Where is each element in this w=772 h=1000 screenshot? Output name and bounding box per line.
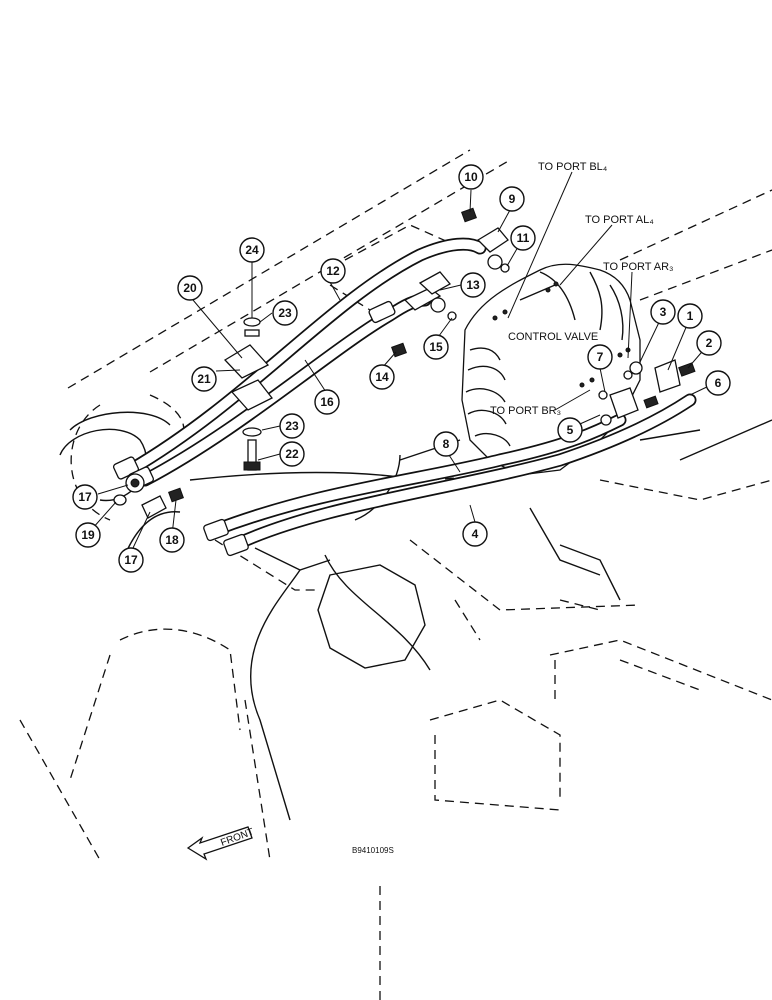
- svg-text:12: 12: [326, 264, 340, 278]
- callout-10: 10: [458, 164, 484, 190]
- machine-frame-outline: [19, 149, 772, 1000]
- callout-2: 2: [696, 330, 722, 356]
- svg-text:11: 11: [517, 231, 530, 245]
- hose-12: [123, 237, 487, 477]
- svg-text:18: 18: [165, 533, 179, 547]
- svg-text:4: 4: [472, 527, 479, 541]
- figure-id: B9410109S: [352, 846, 394, 855]
- label-to-port-ar3: TO PORT AR₃: [603, 261, 674, 273]
- flange-fittings-upper: [391, 207, 510, 358]
- callout-21: 21: [191, 366, 217, 392]
- callout-5: 5: [557, 417, 583, 443]
- callout-17-lower: 17: [118, 547, 144, 573]
- svg-text:13: 13: [466, 278, 480, 292]
- hose-4: [228, 393, 697, 552]
- svg-text:10: 10: [464, 170, 478, 184]
- svg-text:17: 17: [124, 553, 138, 567]
- svg-text:15: 15: [429, 340, 443, 354]
- svg-text:19: 19: [81, 528, 95, 542]
- svg-text:5: 5: [567, 423, 574, 437]
- callout-19: 19: [75, 522, 101, 548]
- callout-7: 7: [587, 344, 613, 370]
- front-arrow-icon: FRONT: [186, 826, 255, 861]
- svg-text:23: 23: [278, 306, 292, 320]
- svg-text:24: 24: [245, 243, 259, 257]
- callout-14: 14: [369, 364, 395, 390]
- callout-3: 3: [650, 299, 676, 325]
- svg-text:22: 22: [285, 447, 299, 461]
- svg-text:3: 3: [660, 305, 667, 319]
- callout-18: 18: [159, 527, 185, 553]
- callout-1: 1: [677, 303, 703, 329]
- callout-4: 4: [462, 521, 488, 547]
- svg-text:7: 7: [597, 350, 604, 364]
- svg-text:20: 20: [183, 281, 197, 295]
- port-leaders: [507, 171, 633, 411]
- callout-22: 22: [279, 441, 305, 467]
- callout-17-upper: 17: [72, 484, 98, 510]
- callout-15: 15: [423, 334, 449, 360]
- callout-24: 24: [239, 237, 265, 263]
- callout-12: 12: [320, 258, 346, 284]
- callout-23-upper: 23: [272, 300, 298, 326]
- svg-text:2: 2: [706, 336, 713, 350]
- svg-text:14: 14: [375, 370, 389, 384]
- svg-text:17: 17: [78, 490, 92, 504]
- svg-text:9: 9: [509, 192, 516, 206]
- callout-9: 9: [499, 186, 525, 212]
- callout-20: 20: [177, 275, 203, 301]
- callout-8: 8: [433, 431, 459, 457]
- svg-text:23: 23: [285, 419, 299, 433]
- callout-16: 16: [314, 389, 340, 415]
- svg-text:8: 8: [443, 437, 450, 451]
- callout-23-lower: 23: [279, 413, 305, 439]
- svg-text:21: 21: [197, 372, 211, 386]
- label-to-port-al4: TO PORT AL₄: [585, 214, 654, 226]
- svg-text:1: 1: [687, 309, 694, 323]
- label-to-port-bl4: TO PORT BL₄: [538, 161, 608, 173]
- label-control-valve: CONTROL VALVE: [508, 331, 598, 343]
- flange-fittings-right: [598, 359, 696, 426]
- flange-fittings-lower-left: [113, 473, 184, 519]
- callout-13: 13: [460, 272, 486, 298]
- label-to-port-br3: TO PORT BR₃: [490, 405, 561, 417]
- hose-8: [208, 413, 627, 537]
- svg-text:6: 6: [715, 376, 722, 390]
- callout-6: 6: [705, 370, 731, 396]
- callout-11: 11: [510, 225, 536, 251]
- svg-text:16: 16: [320, 395, 334, 409]
